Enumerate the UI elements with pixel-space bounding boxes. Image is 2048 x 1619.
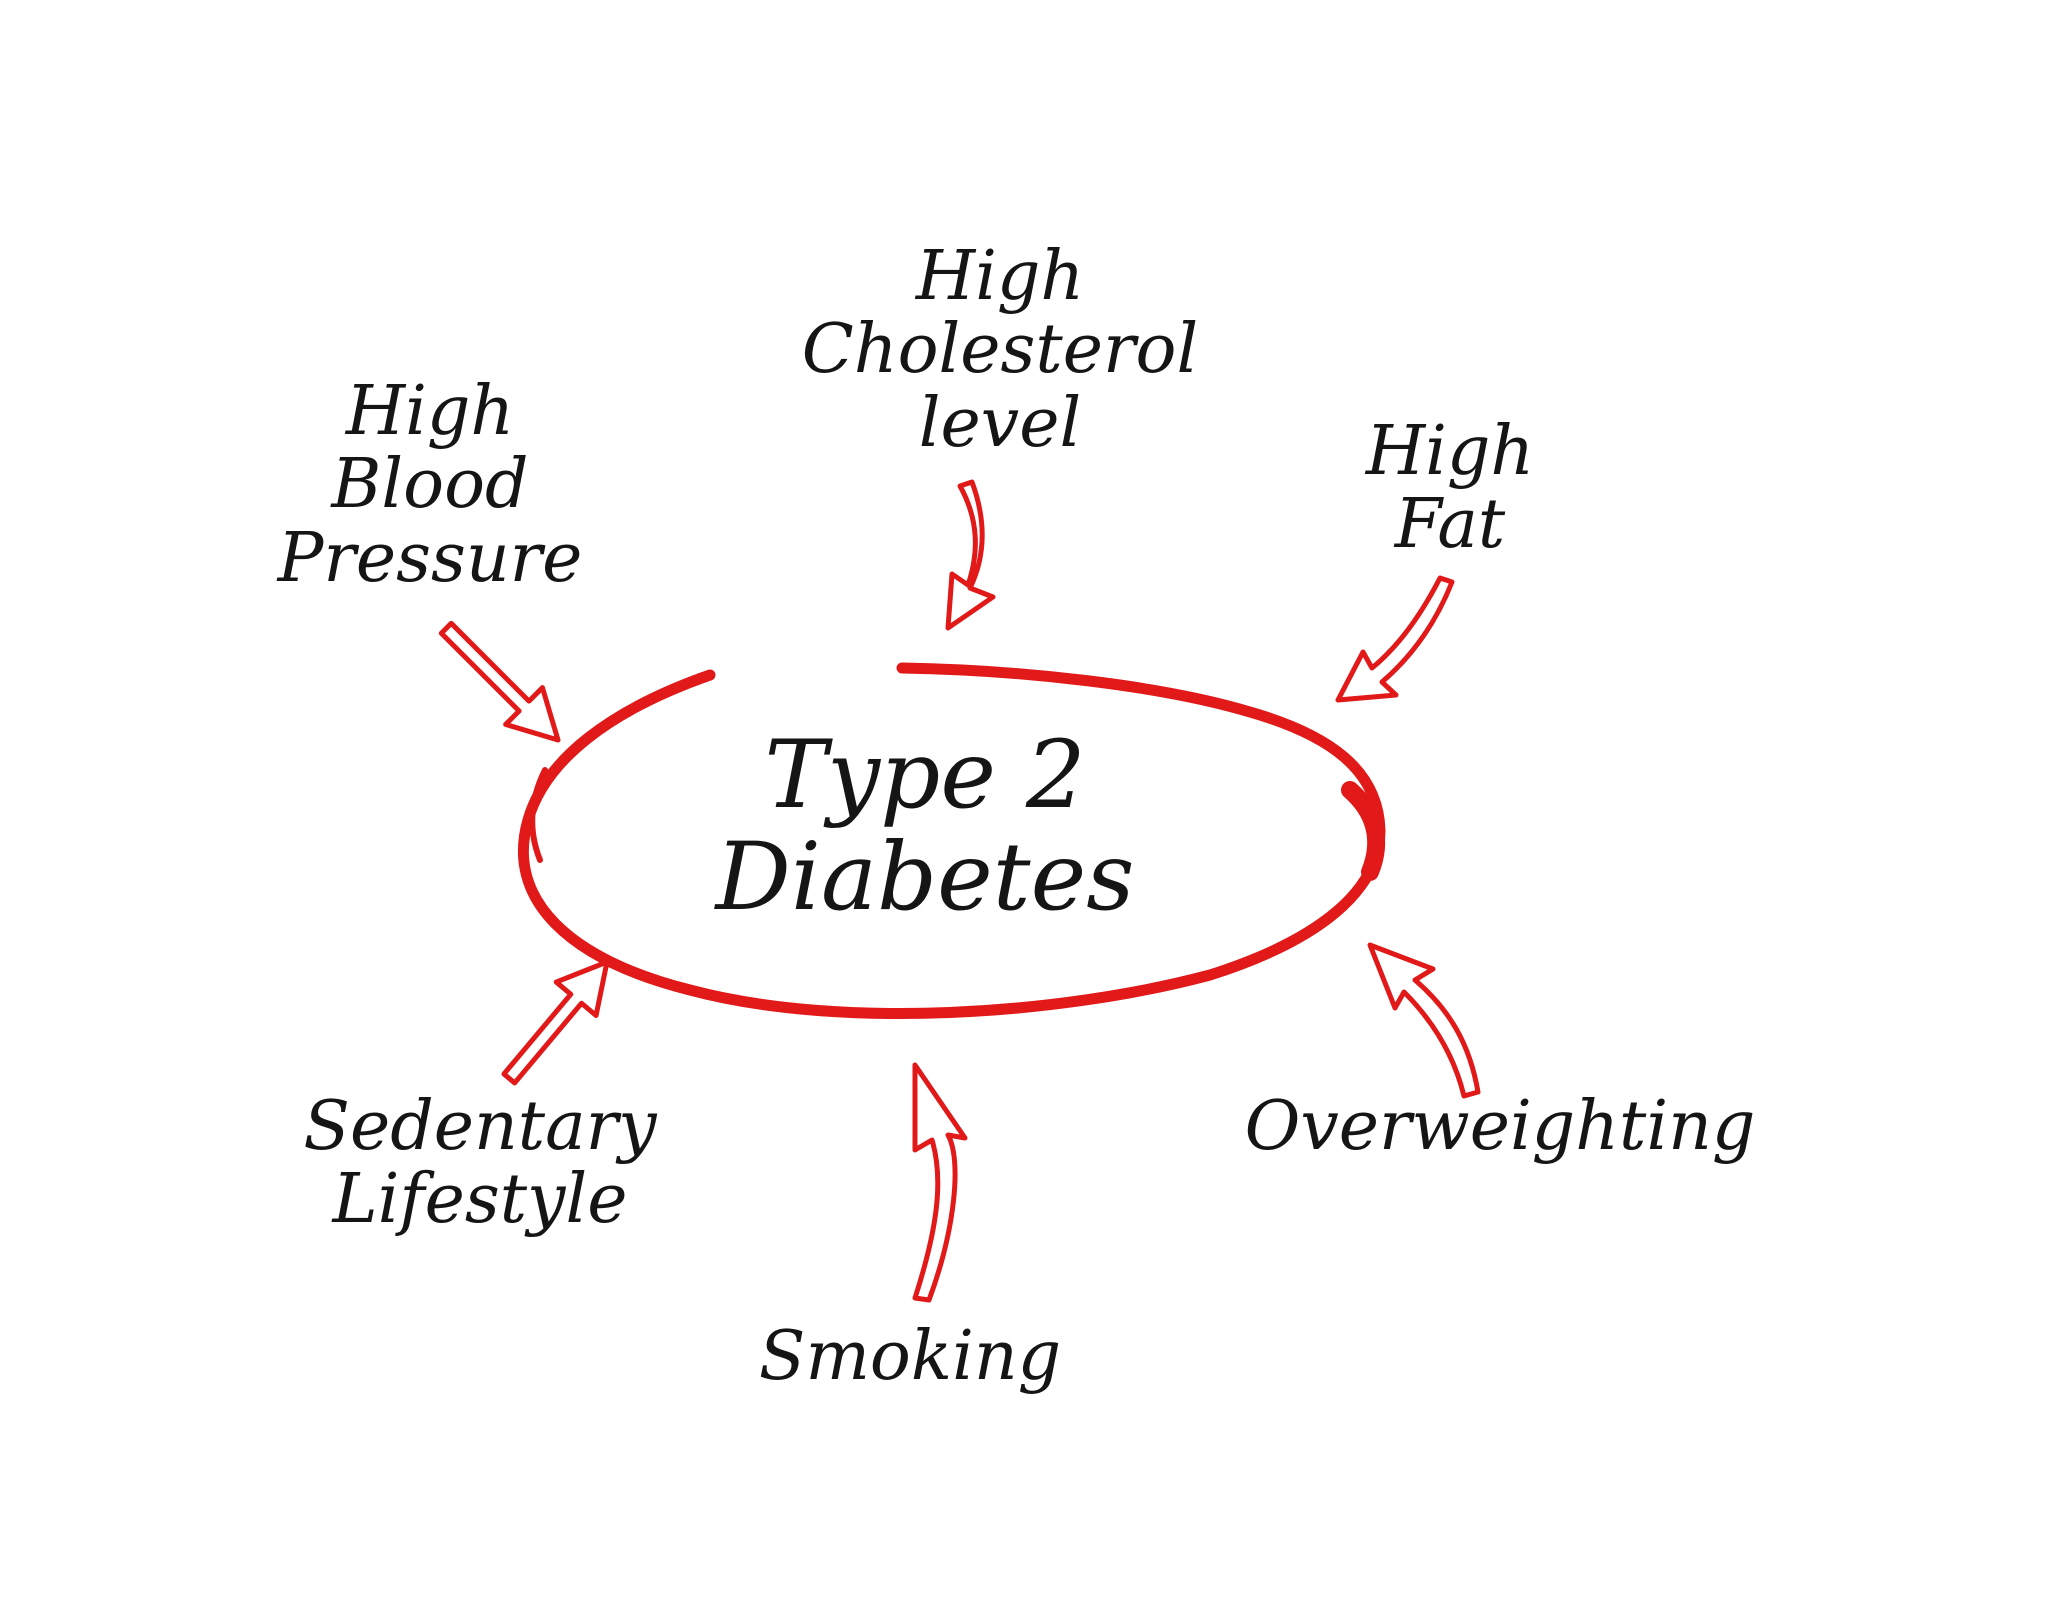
factor-overweighting: Overweighting (1190, 1087, 1810, 1166)
center-label-line-1: Type 2 (764, 721, 1086, 830)
factor-smoking: Smoking (710, 1317, 1110, 1396)
factor-line: level (918, 383, 1082, 463)
factor-line: Blood (331, 445, 529, 525)
factor-line: Fat (1394, 485, 1506, 565)
factor-line: Pressure (277, 518, 583, 598)
factor-line: High (345, 372, 515, 451)
central-ellipse (518, 662, 1386, 1020)
factor-line: Overweighting (1244, 1087, 1756, 1166)
center-label: Type 2 Diabetes (675, 725, 1175, 928)
factor-line: High (915, 237, 1085, 316)
factor-line: Lifestyle (332, 1160, 628, 1240)
arrow-cholesterol (945, 479, 996, 631)
arrow-sedentary (501, 959, 610, 1086)
factor-high-blood-pressure: High Blood Pressure (230, 372, 630, 598)
factor-line: High (1365, 412, 1535, 491)
factor-line: Smoking (758, 1317, 1062, 1396)
factor-sedentary-lifestyle: Sedentary Lifestyle (255, 1090, 705, 1237)
factor-high-fat: High Fat (1310, 415, 1590, 562)
arrow-overweight (1367, 942, 1481, 1099)
factor-high-cholesterol-level: High Cholesterol level (750, 237, 1250, 463)
factor-line: Sedentary (303, 1087, 657, 1166)
arrow-fat (1335, 575, 1455, 703)
arrow-smoking (912, 1062, 968, 1303)
arrow-blood-pressure (438, 620, 561, 743)
center-label-line-2: Diabetes (715, 822, 1135, 932)
factor-line: Cholesterol (801, 310, 1199, 390)
